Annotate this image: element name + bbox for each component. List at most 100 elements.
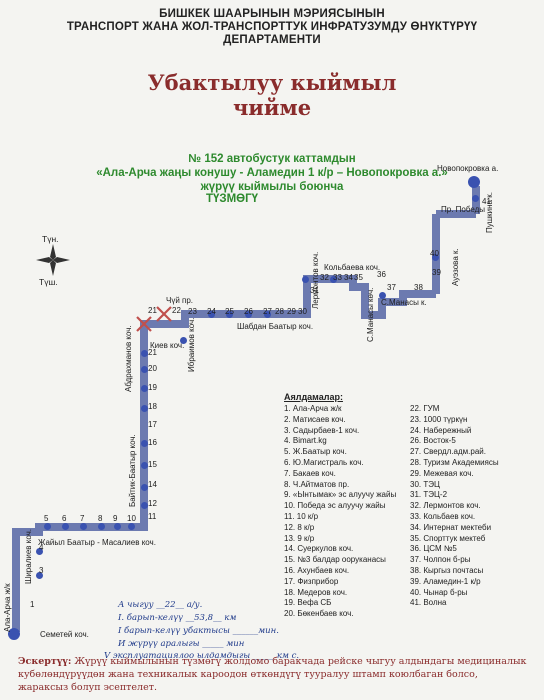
stop-marker: [141, 385, 148, 392]
compass-north-label: Түн.: [42, 234, 59, 244]
stop-number: 33: [333, 273, 342, 282]
street-label-pushkina: Пушкина к.: [485, 192, 494, 233]
stop-marker: [302, 276, 309, 283]
stop-marker: [141, 405, 148, 412]
street-label-shirali: Ширалиев коч.: [24, 528, 33, 584]
street-label-zhail: Жайыл Баатыр - Масалиев коч.: [38, 538, 156, 547]
subtitle-line-4: ТҮЗМӨГҮ: [205, 193, 259, 205]
stop-marker: [264, 311, 271, 318]
legend-item: 27. Свердл.адм.рай.: [410, 447, 486, 457]
stop-number: 12: [148, 499, 157, 508]
legend-item: 4. Bimart.kg: [284, 436, 327, 446]
legend-item: 5. Ж.Баатыр коч.: [284, 447, 347, 457]
legend-item: 36. ЦСМ №5: [410, 544, 457, 554]
stop-marker: [36, 572, 43, 579]
stop-number: 24: [207, 307, 216, 316]
stats-line-2: I. барып-келүү __53,8__ км: [118, 613, 237, 623]
stop-number: 4: [39, 543, 44, 552]
stop-number: 27: [263, 307, 272, 316]
street-label-novopokrovka: Новопокровка а.: [437, 164, 499, 173]
footnote: Эскертүү: Жүрүү кыймылынын түзмөгү жолдо…: [18, 655, 530, 694]
footnote-label: Эскертүү:: [18, 656, 72, 667]
legend-item: 31. ТЭЦ-2: [410, 490, 448, 500]
legend-item: 24. Набережный: [410, 425, 472, 435]
stop-number: 25: [225, 307, 234, 316]
stop-marker: [114, 523, 121, 530]
stop-number: 29: [287, 307, 296, 316]
legend-item: 14. Суеркулов коч.: [284, 544, 354, 554]
stop-number: 37: [387, 283, 396, 292]
stop-number: 9: [113, 514, 118, 523]
legend-item: 17. Физприбор: [284, 576, 339, 586]
legend-item: 20. Бөкенбаев коч.: [284, 609, 354, 619]
stop-marker: [128, 523, 135, 530]
legend-item: 22. ГУМ: [410, 404, 440, 413]
compass-icon: [36, 244, 70, 276]
stop-number: 14: [148, 480, 157, 489]
stop-number: 22: [172, 306, 181, 315]
legend-item: 10. Победа эс алуучу жайы: [284, 501, 386, 511]
street-label-chui: Чүй пр.: [166, 296, 194, 305]
legend-item: 11. 10 к/р: [284, 511, 319, 521]
stop-marker: [80, 523, 87, 530]
legend-item: 12. 8 к/р: [284, 522, 315, 532]
stop-number: 7: [80, 514, 85, 523]
stop-number: 1: [30, 600, 35, 609]
legend-item: 33. Кольбаев коч.: [410, 511, 476, 521]
legend-item: 19. Вефа СБ: [284, 598, 332, 608]
stop-number: 32: [320, 273, 329, 282]
stop-number: 26: [244, 307, 253, 316]
legend-item: 30. ТЭЦ: [410, 479, 440, 489]
street-label-pobedy: Пр. Победы: [441, 205, 486, 214]
street-label-ibraimova: Ибраимов коч.: [187, 317, 196, 372]
legend-item: 38. Кыргыз почтасы: [410, 565, 484, 575]
stop-number: 21: [148, 306, 157, 315]
stats-line-4: И жүрүү аралыгы _____ мин: [118, 639, 245, 649]
legend-item: 6. Ю.Магистраль коч.: [284, 457, 364, 467]
stop-marker: [141, 502, 148, 509]
street-label-semetey: Семетей коч.: [40, 630, 89, 639]
legend-item: 1. Ала-Арча ж/к: [284, 404, 342, 413]
street-label-shabdan: Шабдан Баатыр коч.: [237, 322, 314, 331]
legend-item: 35. Спорттук мектеб: [410, 533, 486, 543]
legend-item: 13. 9 к/р: [284, 533, 315, 543]
street-label-lermontova: Лермонтов коч.: [311, 251, 320, 309]
stop-number: 11: [148, 512, 157, 521]
legend-item: 26. Восток-5: [410, 436, 456, 446]
stop-number: 39: [432, 268, 441, 277]
stop-number: 8: [98, 514, 103, 523]
stop-number: 20: [148, 364, 157, 373]
header-line-3: ДЕПАРТАМЕНТИ: [223, 34, 321, 46]
stop-number: 21: [148, 348, 157, 357]
stop-marker: [36, 548, 43, 555]
stop-marker: [141, 440, 148, 447]
stop-marker: [208, 311, 215, 318]
stop-marker: [141, 462, 148, 469]
stop-number: 16: [148, 438, 157, 447]
stop-number: 18: [148, 402, 157, 411]
stop-number: 34: [344, 273, 353, 282]
stop-marker: [141, 366, 148, 373]
street-label-manasa-h: С.Манасы к.: [381, 298, 427, 307]
stop-marker: [62, 523, 69, 530]
stop-number: 3: [39, 566, 44, 575]
title-line-1: Убактылуу кыймыл: [147, 70, 397, 95]
subtitle-line-3: жүрүү кыймылы боюнча: [200, 181, 344, 193]
legend-item: 39. Аламедин-1 к/р: [410, 576, 481, 586]
legend-item: 28. Туризм Академиясы: [410, 457, 499, 467]
street-label-kiev: Киев коч.: [150, 341, 185, 350]
legend-item: 40. Чынар б-ры: [410, 587, 468, 597]
stats-line-3: I барып-келүү убактысы ______мин.: [118, 626, 279, 636]
legend-item: 9. «Ынтымак» эс алуучу жайы: [284, 490, 397, 500]
street-label-alaarcha: Ала-Арча ж/к: [3, 583, 12, 632]
stop-marker: [432, 254, 439, 261]
stop-number: 6: [62, 514, 67, 523]
legend-item: 15. №3 балдар ооруканасы: [284, 555, 386, 565]
street-label-auezova: Ауэзова к.: [451, 248, 460, 286]
subtitle-line-2: «Ала-Арча жаңы конушу - Аламедин 1 к/р –…: [96, 167, 448, 179]
stop-marker: [98, 523, 105, 530]
legend-item: 7. Бакаев коч.: [284, 468, 336, 478]
